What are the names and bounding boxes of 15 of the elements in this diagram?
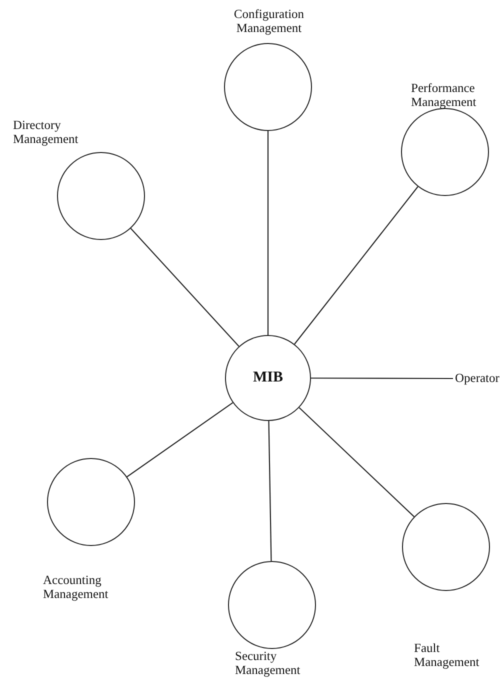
connector-line [130,228,240,347]
connector-line [126,402,234,478]
connector-line [268,420,272,562]
node-label: Directory Management [13,118,80,146]
node-label: MIB [252,370,284,386]
connector-line [311,378,453,380]
node-label: Configuration Management [232,7,306,35]
connector-line [267,131,269,335]
node-label: Operator [455,371,500,385]
node-label: Performance Management [411,81,478,109]
node-label: Accounting Management [43,573,110,601]
node-label: Security Management [235,649,302,677]
node-label: Fault Management [414,641,480,669]
connector-line [294,186,418,344]
connector-line [298,407,414,518]
